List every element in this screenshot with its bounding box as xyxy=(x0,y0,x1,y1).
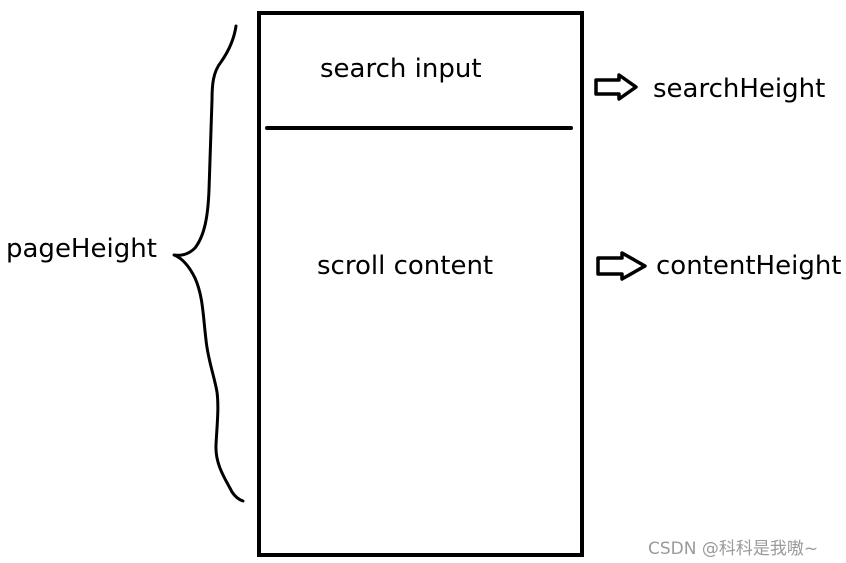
page-height-brace xyxy=(172,24,245,503)
arrow-right-icon xyxy=(594,73,638,101)
scroll-content-label: scroll content xyxy=(317,251,494,281)
search-height-label: searchHeight xyxy=(653,74,826,104)
search-input-label: search input xyxy=(320,54,482,84)
page-outline-box xyxy=(257,11,584,557)
section-divider xyxy=(265,126,573,130)
watermark: CSDN @科科是我嗷~ xyxy=(648,539,819,559)
content-height-label: contentHeight xyxy=(656,251,842,281)
arrow-right-icon xyxy=(596,251,647,281)
page-height-label: pageHeight xyxy=(6,234,157,264)
